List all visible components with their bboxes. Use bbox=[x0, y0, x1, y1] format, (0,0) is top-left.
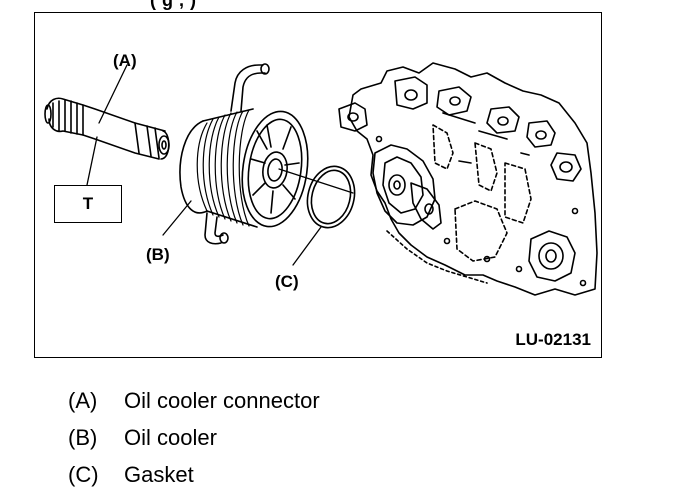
tool-label-box: T bbox=[54, 185, 122, 223]
callout-c-label: (C) bbox=[275, 272, 299, 291]
legend-text: Oil cooler bbox=[124, 425, 217, 450]
leader-lines bbox=[86, 64, 354, 266]
callout-a-label: (A) bbox=[113, 51, 137, 70]
legend-row-c: (C) Gasket bbox=[68, 462, 320, 499]
figure-frame: (A) (B) (C) T LU-02131 bbox=[34, 12, 602, 358]
engine-block-drawing bbox=[338, 62, 598, 296]
legend-row-a: (A) Oil cooler connector bbox=[68, 388, 320, 425]
callout-b-label: (B) bbox=[146, 245, 170, 264]
oil-cooler-connector-drawing bbox=[44, 97, 170, 160]
legend-text: Gasket bbox=[124, 462, 194, 487]
oil-cooler-drawing bbox=[179, 63, 309, 245]
figure-top-caption: ( g , ) bbox=[150, 0, 197, 10]
oil-cooler-diagram bbox=[44, 62, 598, 296]
legend-key: (C) bbox=[68, 462, 99, 487]
figure-code: LU-02131 bbox=[515, 330, 591, 349]
legend-text: Oil cooler connector bbox=[124, 388, 320, 413]
gasket-drawing bbox=[306, 165, 356, 229]
tool-label: T bbox=[82, 194, 94, 213]
legend-row-b: (B) Oil cooler bbox=[68, 425, 320, 462]
legend: (A) Oil cooler connector (B) Oil cooler … bbox=[68, 388, 320, 499]
legend-key: (B) bbox=[68, 425, 98, 450]
legend-key: (A) bbox=[68, 388, 98, 413]
